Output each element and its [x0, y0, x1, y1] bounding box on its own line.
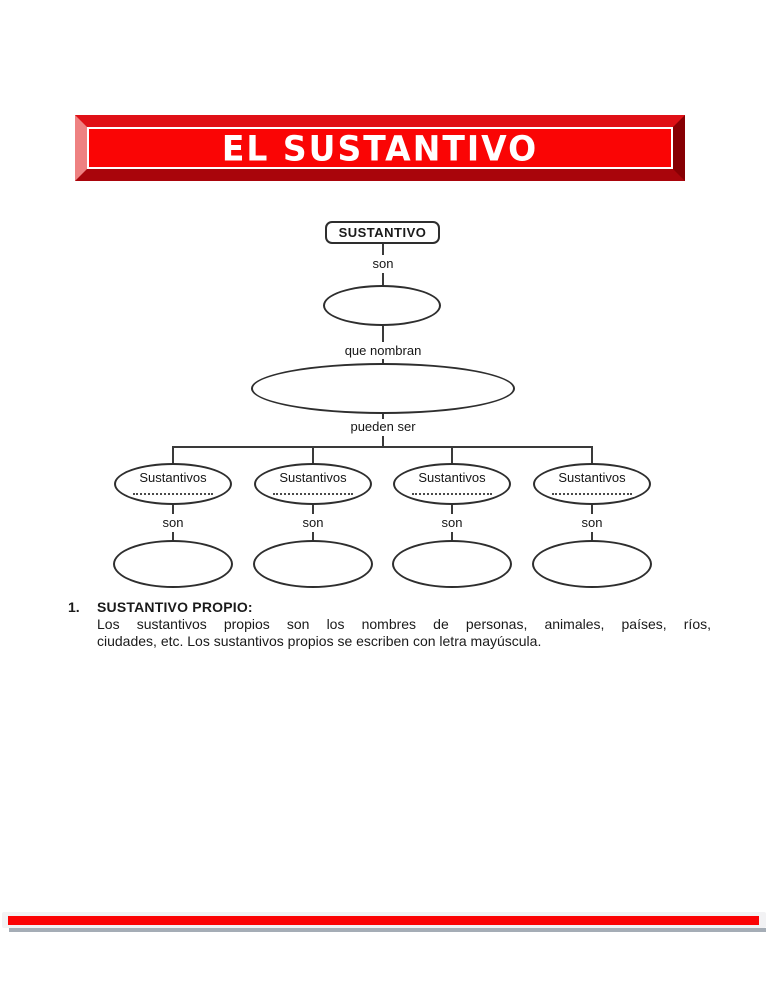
connector-vertical	[382, 244, 384, 255]
root-node-box: SUSTANTIVO	[325, 221, 440, 244]
branch-drop-line	[312, 446, 314, 464]
blank-ellipse-definition	[323, 285, 441, 326]
connector-vertical	[172, 505, 174, 514]
branch-connector-label: son	[438, 515, 466, 531]
dotted-fill-line	[552, 493, 632, 495]
branch-ellipse: Sustantivos	[254, 463, 372, 505]
dotted-fill-line	[133, 493, 213, 495]
connector-vertical	[451, 505, 453, 514]
branch-label: Sustantivos	[139, 470, 207, 485]
dotted-fill-line	[412, 493, 492, 495]
root-node-label: SUSTANTIVO	[338, 225, 427, 240]
branch-connector-label: son	[299, 515, 327, 531]
connector-vertical	[591, 505, 593, 514]
page-title: EL SUSTANTIVO	[221, 127, 539, 169]
branch-connector-label: son	[578, 515, 606, 531]
branch-ellipse: Sustantivos	[533, 463, 651, 505]
dotted-fill-line	[273, 493, 353, 495]
branch-drop-line	[172, 446, 174, 464]
connector-label-son: son	[369, 256, 397, 272]
footer-red-stripe	[8, 916, 759, 925]
blank-ellipse-wide	[251, 363, 515, 414]
title-banner-face: EL SUSTANTIVO	[87, 127, 673, 169]
connector-vertical	[312, 505, 314, 514]
section-body-line: ciudades, etc. Los sustantivos propios s…	[97, 633, 542, 649]
footer-shadow-line	[9, 928, 766, 932]
connector-vertical	[382, 414, 384, 420]
connector-vertical	[312, 532, 314, 541]
branch-label: Sustantivos	[558, 470, 626, 485]
branch-ellipse: Sustantivos	[114, 463, 232, 505]
connector-vertical	[591, 532, 593, 541]
connector-vertical	[382, 273, 384, 286]
branch-ellipse: Sustantivos	[393, 463, 511, 505]
branch-connector-label: son	[159, 515, 187, 531]
section-heading: SUSTANTIVO PROPIO:	[97, 599, 253, 615]
branch-blank-ellipse	[392, 540, 512, 588]
branch-blank-ellipse	[113, 540, 233, 588]
connector-vertical	[451, 532, 453, 541]
branch-blank-ellipse	[532, 540, 652, 588]
branch-connector-horizontal	[172, 446, 593, 448]
connector-vertical	[382, 326, 384, 342]
branch-drop-line	[591, 446, 593, 464]
section-number: 1.	[68, 599, 80, 615]
connector-label-que-nombran: que nombran	[341, 343, 425, 359]
connector-label-pueden-ser: pueden ser	[347, 419, 419, 435]
branch-blank-ellipse	[253, 540, 373, 588]
section-body-line: Los sustantivos propios son los nombres …	[97, 616, 711, 632]
branch-label: Sustantivos	[279, 470, 347, 485]
connector-vertical	[172, 532, 174, 541]
branch-drop-line	[451, 446, 453, 464]
connector-vertical	[382, 359, 384, 365]
connector-vertical	[382, 436, 384, 448]
title-banner: EL SUSTANTIVO	[75, 115, 685, 181]
branch-label: Sustantivos	[418, 470, 486, 485]
